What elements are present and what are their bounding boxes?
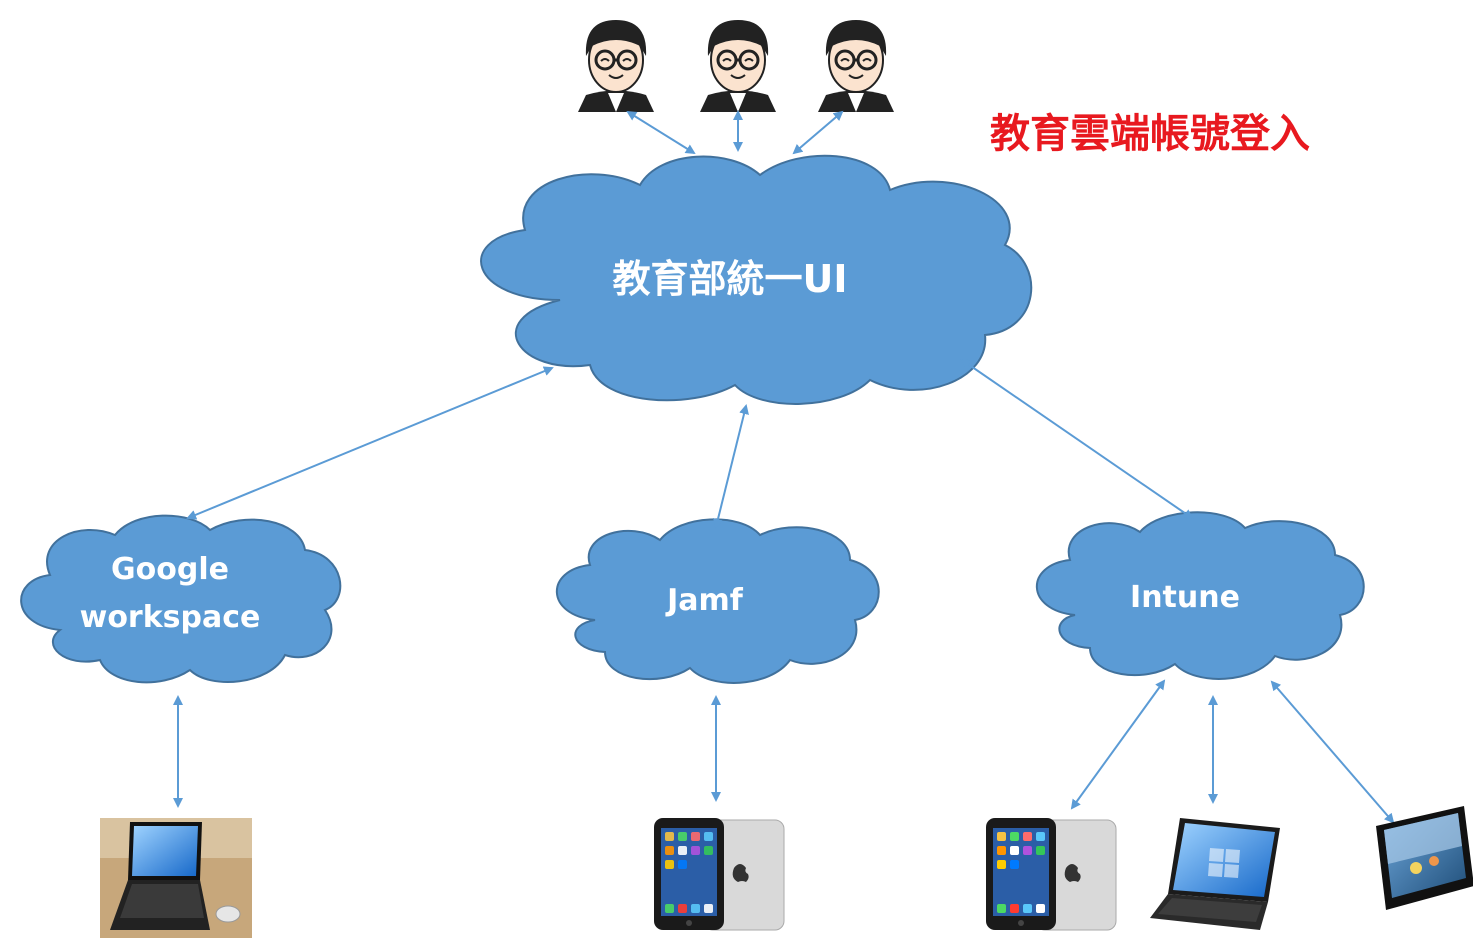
intune-cloud: Intune [1035,511,1365,680]
ipad-icon [986,818,1117,931]
google-cloud-label-line2: workspace [80,600,261,635]
arrow-ui-intune [960,358,1194,520]
user-avatar-icon [700,20,776,112]
arrow-user3-ui [792,110,844,155]
android-tablet-icon [1376,806,1473,910]
arrow-intune-device3 [1270,680,1395,824]
ipad-icon [654,818,785,931]
connector-arrows [173,110,1395,824]
jamf-cloud: Jamf [555,518,880,684]
central-cloud-label: 教育部統一UI [613,257,848,301]
google-workspace-cloud: Google workspace [20,514,342,684]
arrow-intune-device1 [1070,679,1166,810]
windows-tablet-laptop-icon [100,818,252,938]
windows-laptop-icon [1150,818,1280,930]
arrow-user1-ui [626,110,696,155]
central-cloud: 教育部統一UI [480,154,1033,405]
jamf-cloud-label: Jamf [665,583,744,618]
user-avatar-icon [818,20,894,112]
user-group [578,20,894,112]
user-avatar-icon [578,20,654,112]
arrow-ui-google [186,366,554,520]
arrow-ui-jamf [713,404,749,529]
diagram-title: 教育雲端帳號登入 [990,111,1310,157]
intune-cloud-label: Intune [1130,580,1240,615]
google-cloud-label-line1: Google [111,552,229,587]
